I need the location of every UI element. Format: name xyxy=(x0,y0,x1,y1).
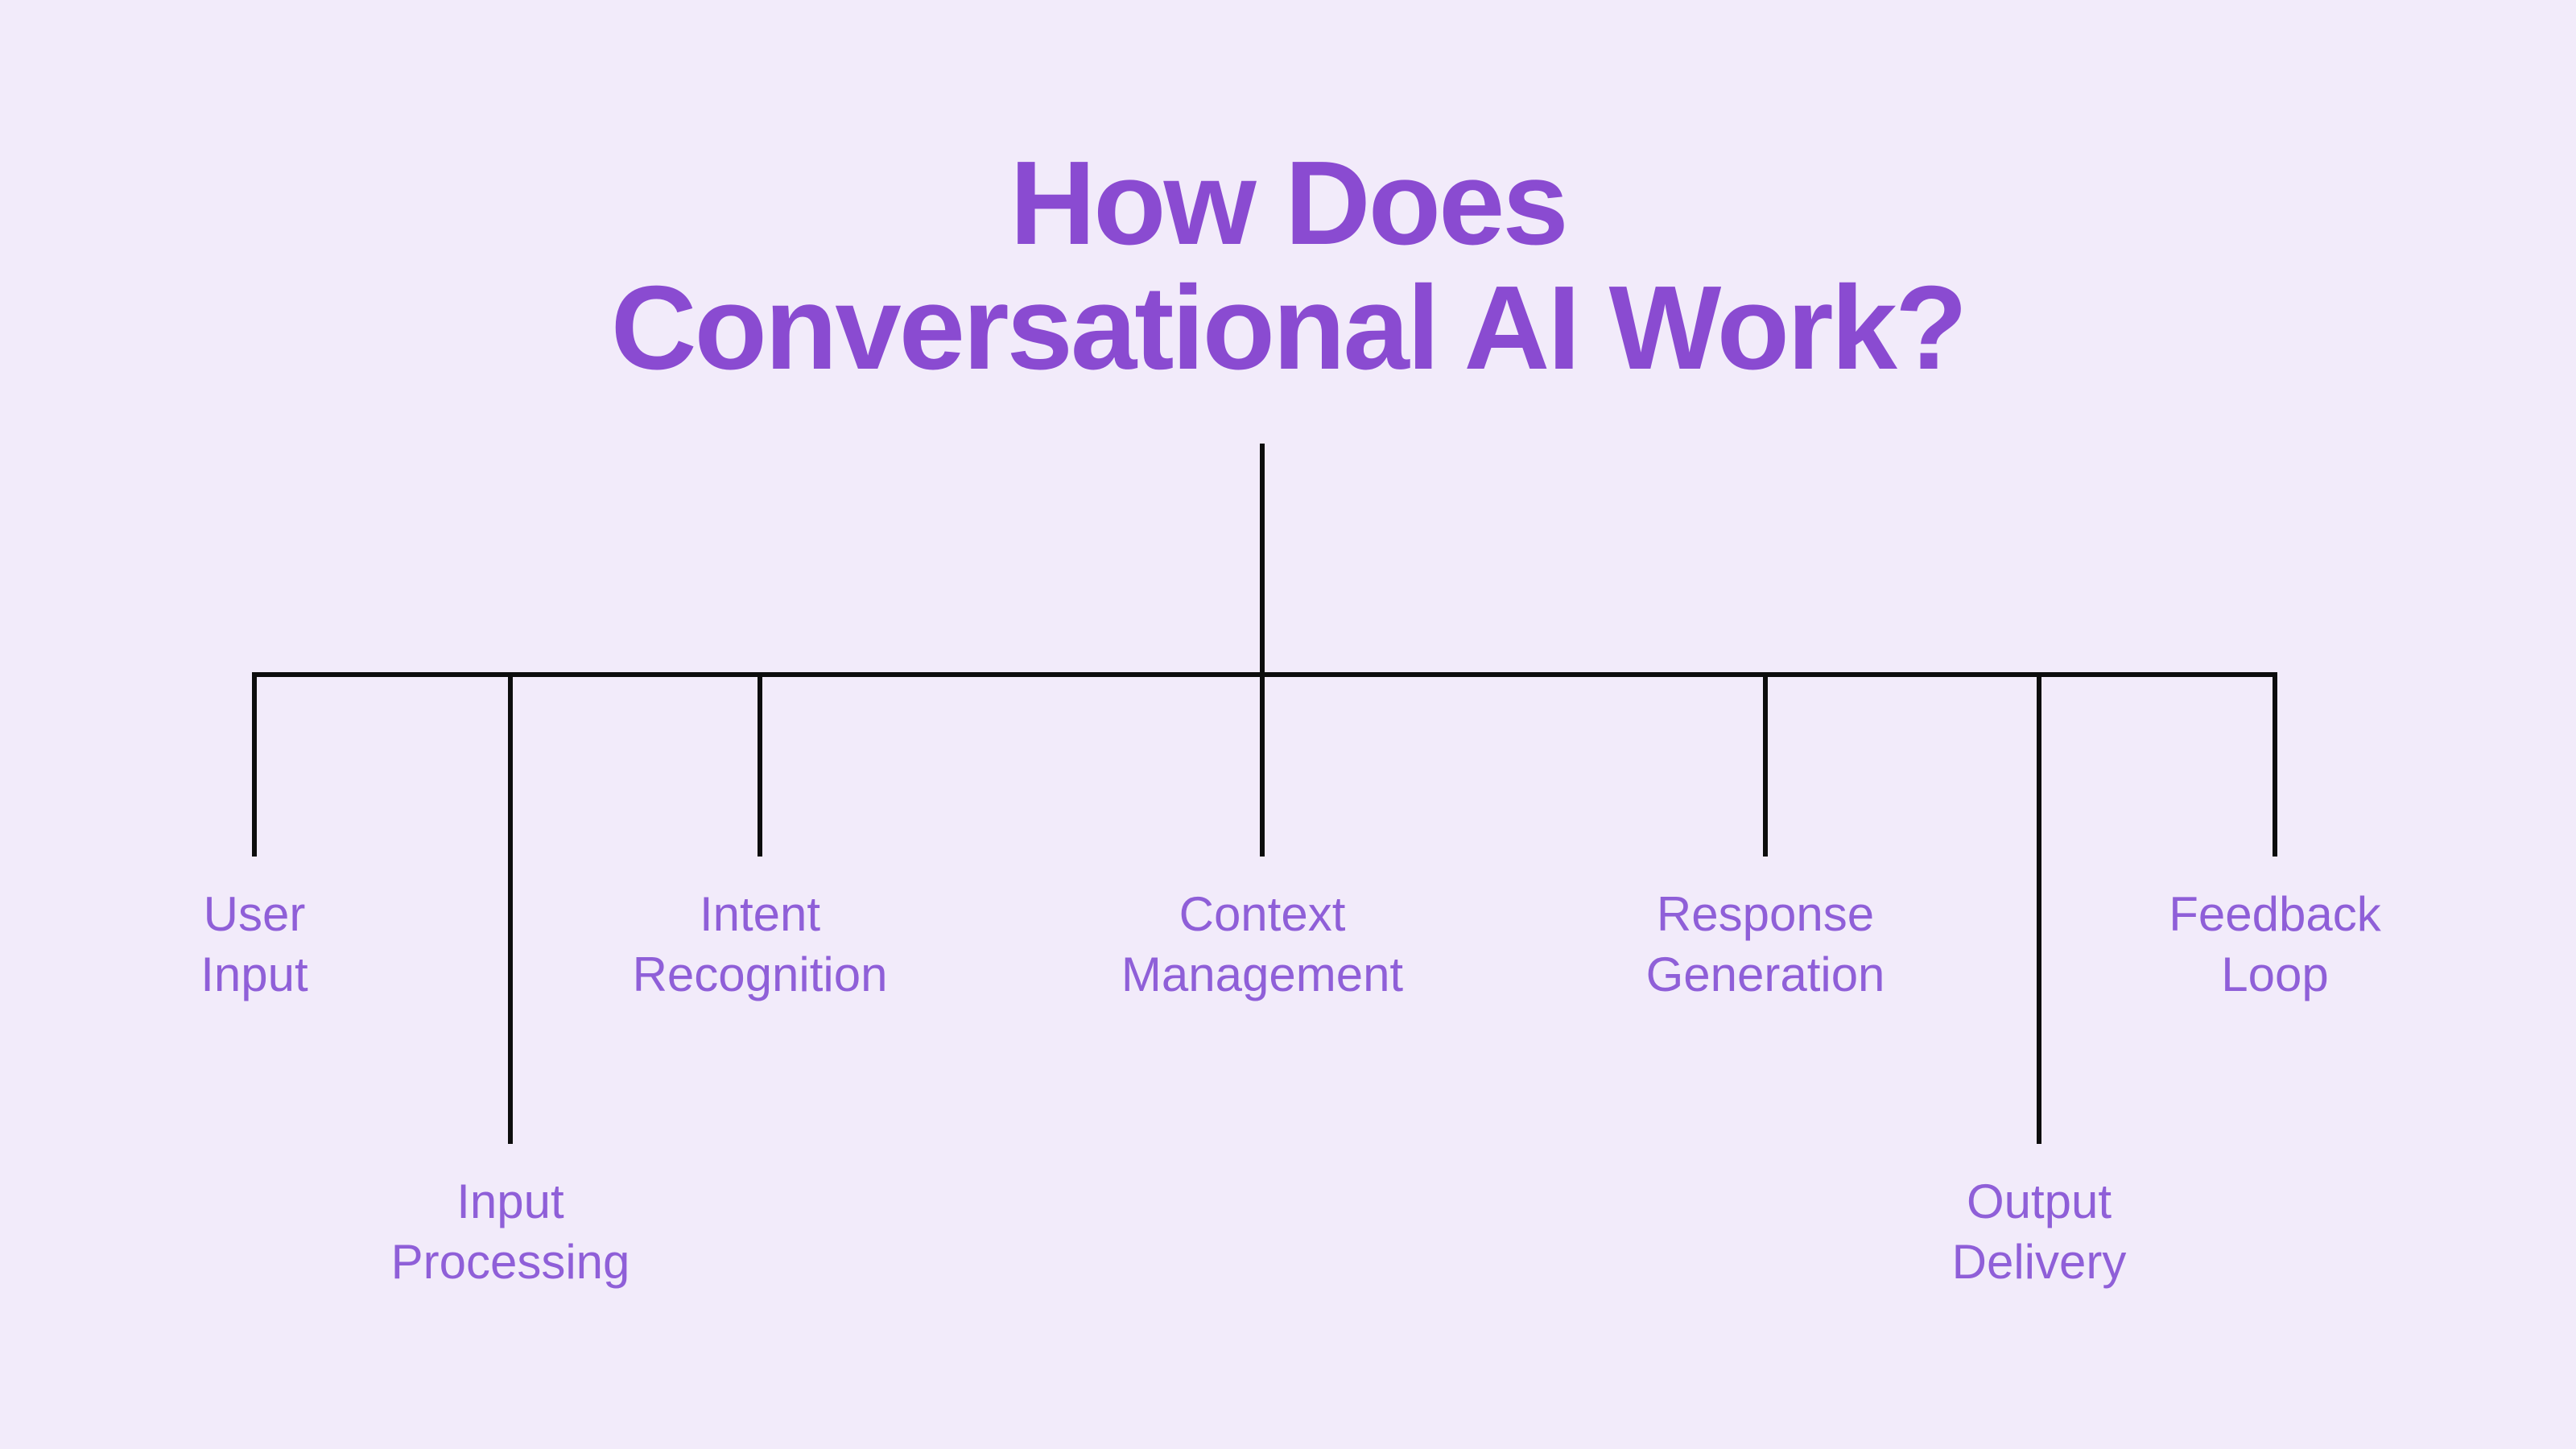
branch-label-feedback-loop-line-2: Loop xyxy=(2221,947,2329,1001)
branch-label-context-management-line-2: Management xyxy=(1121,947,1404,1001)
branch-label-context-management-line-1: Context xyxy=(1179,887,1346,941)
branch-label-input-processing-line-2: Processing xyxy=(390,1235,630,1289)
branch-label-output-delivery-line-2: Delivery xyxy=(1951,1235,2127,1289)
branch-label-feedback-loop-line-1: Feedback xyxy=(2169,887,2381,941)
page-title-line-2: Conversational AI Work? xyxy=(610,262,1968,394)
branch-label-user-input-line-1: User xyxy=(203,887,306,941)
branch-label-response-generation-line-1: Response xyxy=(1656,887,1875,941)
branch-label-user-input-line-2: Input xyxy=(200,947,308,1001)
branch-label-intent-recognition-line-2: Recognition xyxy=(632,947,888,1001)
branch-label-intent-recognition-line-1: Intent xyxy=(699,887,821,941)
branch-label-response-generation-line-2: Generation xyxy=(1645,947,1885,1001)
branch-label-output-delivery-line-1: Output xyxy=(1966,1174,2112,1228)
branch-label-input-processing-line-1: Input xyxy=(456,1174,564,1228)
page-title-line-1: How Does xyxy=(1009,137,1568,270)
page-title: How Does Conversational AI Work? xyxy=(0,141,2576,390)
